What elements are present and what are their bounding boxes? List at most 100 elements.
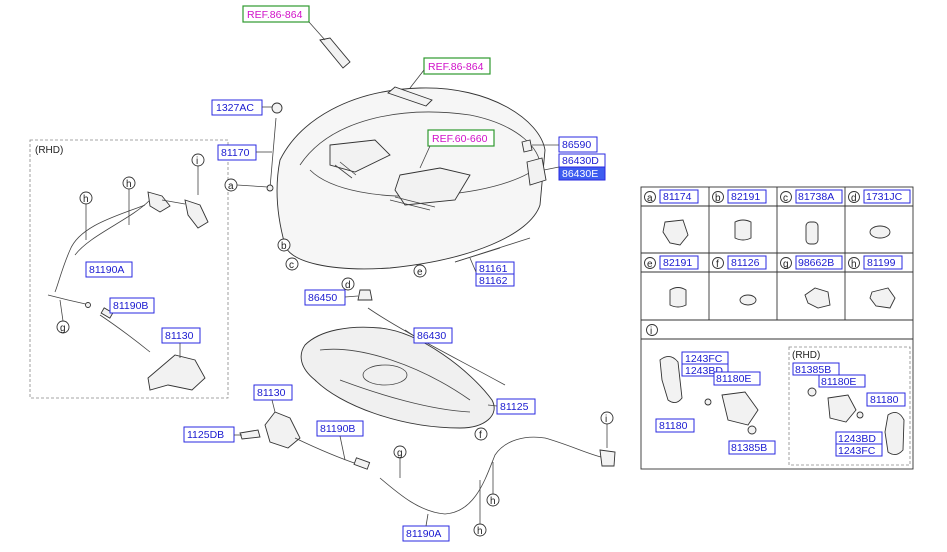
parts-table	[640, 186, 914, 470]
part-label-81190A-main[interactable]: 81190A	[402, 525, 450, 542]
part-label-81130-main[interactable]: 81130	[253, 384, 293, 401]
callout-h-main-1[interactable]: h	[486, 493, 500, 507]
garnish-strip	[387, 86, 433, 107]
callout-g-main[interactable]: g	[393, 445, 407, 459]
part-label-86430D[interactable]: 86430D	[558, 153, 606, 168]
svg-text:86590: 86590	[562, 139, 591, 151]
table-cell-i[interactable]: i	[646, 324, 658, 338]
svg-text:86450: 86450	[308, 292, 337, 304]
part-label-81125[interactable]: 81125	[496, 398, 536, 415]
part-label-86430E[interactable]: 86430E	[558, 166, 606, 181]
part-icon-82191	[734, 219, 752, 241]
svg-text:81170: 81170	[221, 147, 250, 159]
svg-text:81385B: 81385B	[731, 442, 767, 454]
part-label-1125DB[interactable]: 1125DB	[183, 426, 235, 443]
svg-text:81180: 81180	[659, 420, 688, 432]
table-label-81180-right[interactable]: 81180	[866, 392, 906, 407]
handle-81180-left	[659, 356, 683, 403]
svg-text:c: c	[289, 260, 294, 271]
svg-text:f: f	[479, 430, 482, 441]
table-cell-g[interactable]: g 98662B	[780, 255, 843, 270]
emblem-bracket	[526, 157, 547, 186]
part-icon-81126	[739, 294, 757, 306]
ref-label-2[interactable]: REF.86-864	[423, 57, 491, 75]
ref-label-1[interactable]: REF.86-864	[242, 5, 310, 23]
callout-i-rhd[interactable]: i	[191, 153, 205, 167]
part-label-81161[interactable]: 81161	[475, 261, 515, 275]
ref-label-3[interactable]: REF.60-660	[427, 129, 495, 147]
svg-text:81130: 81130	[257, 387, 286, 399]
svg-text:d: d	[851, 193, 857, 204]
svg-text:g: g	[60, 323, 66, 334]
part-icon-82191-e	[669, 287, 687, 308]
callout-h-main-2[interactable]: h	[473, 523, 487, 537]
svg-text:h: h	[490, 496, 496, 507]
svg-text:86430D: 86430D	[562, 155, 599, 167]
callout-h-rhd-2[interactable]: h	[122, 176, 136, 190]
table-rhd-inset-box	[788, 346, 911, 466]
part-label-81190B-rhd[interactable]: 81190B	[109, 297, 155, 314]
svg-text:82191: 82191	[663, 257, 692, 269]
table-cell-d[interactable]: d 1731JC	[848, 189, 911, 204]
callout-e[interactable]: e	[413, 264, 427, 278]
part-label-81130-rhd[interactable]: 81130	[161, 327, 201, 344]
svg-text:REF.86-864: REF.86-864	[247, 9, 303, 21]
svg-text:86430: 86430	[417, 330, 446, 342]
table-cell-e[interactable]: e 82191	[644, 255, 699, 270]
callout-c[interactable]: c	[285, 257, 299, 271]
callout-d[interactable]: d	[341, 277, 355, 291]
svg-text:81190A: 81190A	[89, 264, 124, 276]
callout-b[interactable]: b	[277, 238, 291, 252]
table-label-1243FC-left[interactable]: 1243FC	[681, 351, 729, 365]
table-label-81180-left[interactable]: 81180	[655, 418, 695, 433]
weatherstrip-86430	[367, 307, 506, 386]
svg-text:1243FC: 1243FC	[838, 445, 876, 457]
callout-i-main[interactable]: i	[600, 411, 614, 425]
part-label-81190B-main[interactable]: 81190B	[316, 420, 364, 437]
svg-text:h: h	[477, 526, 483, 537]
svg-text:98662B: 98662B	[798, 257, 834, 269]
part-label-86430[interactable]: 86430	[413, 327, 453, 344]
svg-text:d: d	[345, 280, 351, 291]
svg-text:i: i	[196, 156, 198, 167]
callout-g-rhd[interactable]: g	[56, 320, 70, 334]
table-cell-c[interactable]: c 81738A	[780, 189, 843, 204]
part-label-86450[interactable]: 86450	[304, 289, 346, 306]
callout-h-rhd-1[interactable]: h	[79, 191, 93, 205]
lever-81180E-left	[721, 391, 759, 426]
release-cable-lower	[294, 436, 616, 515]
hood-insulator	[300, 326, 495, 429]
hood-latch	[264, 411, 301, 449]
callout-f[interactable]: f	[474, 427, 488, 441]
callout-a[interactable]: a	[224, 178, 238, 192]
part-label-81162[interactable]: 81162	[475, 273, 515, 287]
svg-text:i: i	[605, 414, 607, 425]
bolt-1243-right	[856, 411, 864, 419]
svg-text:81125: 81125	[500, 401, 529, 413]
table-label-81180E-left[interactable]: 81180E	[713, 371, 761, 386]
table-label-1243BD-right[interactable]: 1243BD	[835, 431, 883, 445]
svg-text:b: b	[281, 241, 287, 252]
part-label-86590[interactable]: 86590	[558, 136, 598, 153]
svg-text:81180E: 81180E	[821, 376, 856, 388]
table-label-1243FC-right[interactable]: 1243FC	[835, 443, 883, 457]
part-label-81190A-rhd[interactable]: 81190A	[85, 261, 133, 278]
seal-strip-top	[319, 37, 351, 69]
bolt-1243-left	[704, 398, 712, 406]
svg-text:e: e	[647, 259, 653, 270]
table-cell-h[interactable]: h 81199	[848, 255, 903, 270]
table-label-81385B-left[interactable]: 81385B	[728, 440, 776, 455]
table-cell-a[interactable]: a 81174	[644, 189, 699, 204]
table-cell-b[interactable]: b 82191	[712, 189, 767, 204]
table-cell-f[interactable]: f 81126	[712, 255, 767, 270]
part-icon-98662B	[804, 287, 831, 309]
part-label-81170[interactable]: 81170	[217, 144, 257, 161]
part-icon-81738A	[805, 221, 819, 245]
clip-86590	[521, 139, 533, 153]
table-label-81180E-right[interactable]: 81180E	[818, 374, 866, 388]
table-label-81385B-right[interactable]: 81385B	[792, 362, 840, 376]
part-label-1327AC[interactable]: 1327AC	[211, 99, 263, 116]
part-icon-81174	[662, 219, 689, 246]
part-icon-81199	[869, 287, 896, 309]
